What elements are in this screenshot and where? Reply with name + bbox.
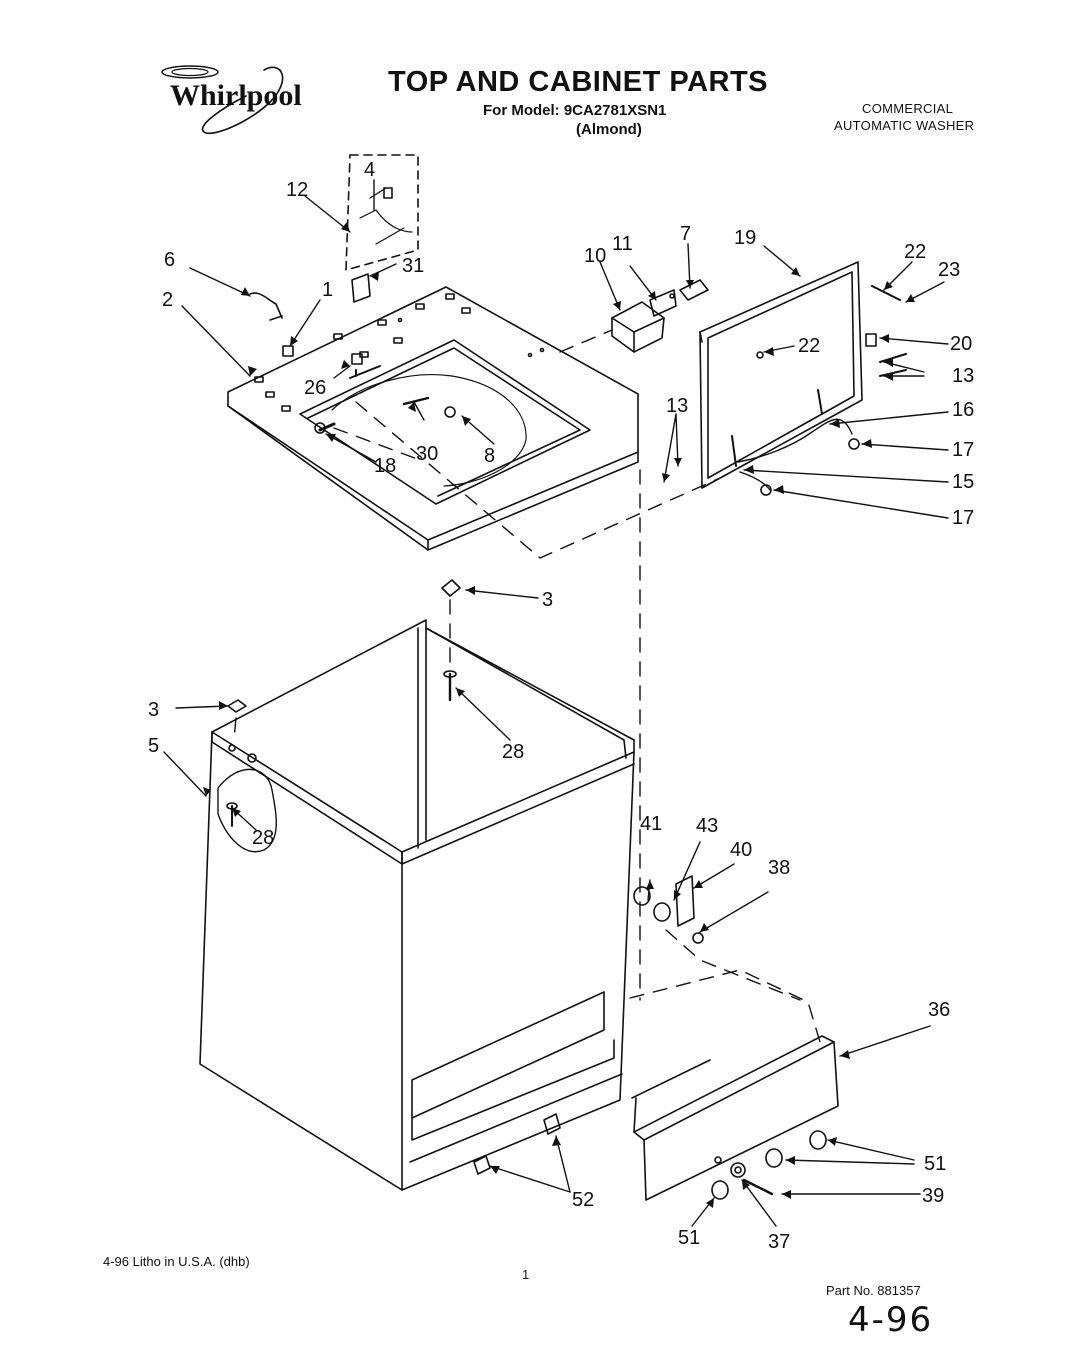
callout-8: 8 bbox=[484, 445, 495, 467]
callout-3-side: 3 bbox=[148, 699, 159, 721]
control-components bbox=[611, 279, 709, 353]
part-number: Part No. 881357 bbox=[826, 1283, 921, 1298]
console-panel bbox=[699, 261, 907, 496]
callout-31: 31 bbox=[402, 255, 424, 277]
callout-23: 23 bbox=[938, 259, 960, 281]
callout-52: 52 bbox=[572, 1189, 594, 1211]
callout-22-top: 22 bbox=[904, 241, 926, 263]
callout-40: 40 bbox=[730, 839, 752, 861]
callout-22-mid: 22 bbox=[798, 335, 820, 357]
callout-16: 16 bbox=[952, 399, 974, 421]
callout-13-right: 13 bbox=[952, 365, 974, 387]
callout-labels: 1 2 3 3 4 5 6 7 8 10 11 12 13 13 15 16 1… bbox=[148, 159, 974, 1253]
callout-37: 37 bbox=[768, 1231, 790, 1253]
callout-36: 36 bbox=[928, 999, 950, 1021]
callout-7: 7 bbox=[680, 223, 691, 245]
callout-15: 15 bbox=[952, 471, 974, 493]
whirlpool-logo: Whirlpool bbox=[161, 65, 302, 135]
callout-20: 20 bbox=[950, 333, 972, 355]
callout-2: 2 bbox=[162, 289, 173, 311]
cabinet bbox=[199, 619, 635, 1191]
callout-5: 5 bbox=[148, 735, 159, 757]
page-title: TOP AND CABINET PARTS bbox=[388, 66, 769, 98]
callout-3-cabinet: 3 bbox=[542, 589, 553, 611]
callout-4: 4 bbox=[364, 159, 375, 181]
callout-17-upper: 17 bbox=[952, 439, 974, 461]
logo-wordmark: Whirlpool bbox=[170, 79, 302, 112]
callout-41: 41 bbox=[640, 813, 662, 835]
callout-10: 10 bbox=[584, 245, 606, 267]
top-panel bbox=[227, 286, 639, 551]
callout-28-side: 28 bbox=[252, 827, 274, 849]
callout-18: 18 bbox=[374, 455, 396, 477]
litho-note: 4-96 Litho in U.S.A. (dhb) bbox=[103, 1254, 250, 1269]
small-parts-top bbox=[249, 154, 456, 418]
toe-panel bbox=[631, 875, 839, 1201]
callout-6: 6 bbox=[164, 249, 175, 271]
callout-28-cabinet: 28 bbox=[502, 741, 524, 763]
callout-13-left: 13 bbox=[666, 395, 688, 417]
callout-30: 30 bbox=[416, 443, 438, 465]
page-number: 1 bbox=[522, 1267, 530, 1282]
handwritten-date: 4-96 bbox=[848, 1300, 934, 1340]
callout-26: 26 bbox=[304, 377, 326, 399]
arrowheads bbox=[203, 222, 915, 1208]
callout-51-right: 51 bbox=[924, 1153, 946, 1175]
callout-12: 12 bbox=[286, 179, 308, 201]
callout-39: 39 bbox=[922, 1185, 944, 1207]
callout-43: 43 bbox=[696, 815, 718, 837]
product-type-line1: COMMERCIAL bbox=[862, 101, 954, 116]
cabinet-hardware bbox=[227, 579, 561, 1175]
callout-17-lower: 17 bbox=[952, 507, 974, 529]
callout-51-left: 51 bbox=[678, 1227, 700, 1249]
model-number: For Model: 9CA2781XSN1 bbox=[483, 102, 667, 119]
callout-19: 19 bbox=[734, 227, 756, 249]
product-type-line2: AUTOMATIC WASHER bbox=[834, 118, 975, 133]
model-color: (Almond) bbox=[576, 121, 642, 138]
callout-38: 38 bbox=[768, 857, 790, 879]
callout-11: 11 bbox=[612, 233, 633, 255]
leader-lines bbox=[163, 179, 949, 1227]
assembly-lines bbox=[233, 329, 821, 1043]
callout-1: 1 bbox=[322, 279, 333, 301]
